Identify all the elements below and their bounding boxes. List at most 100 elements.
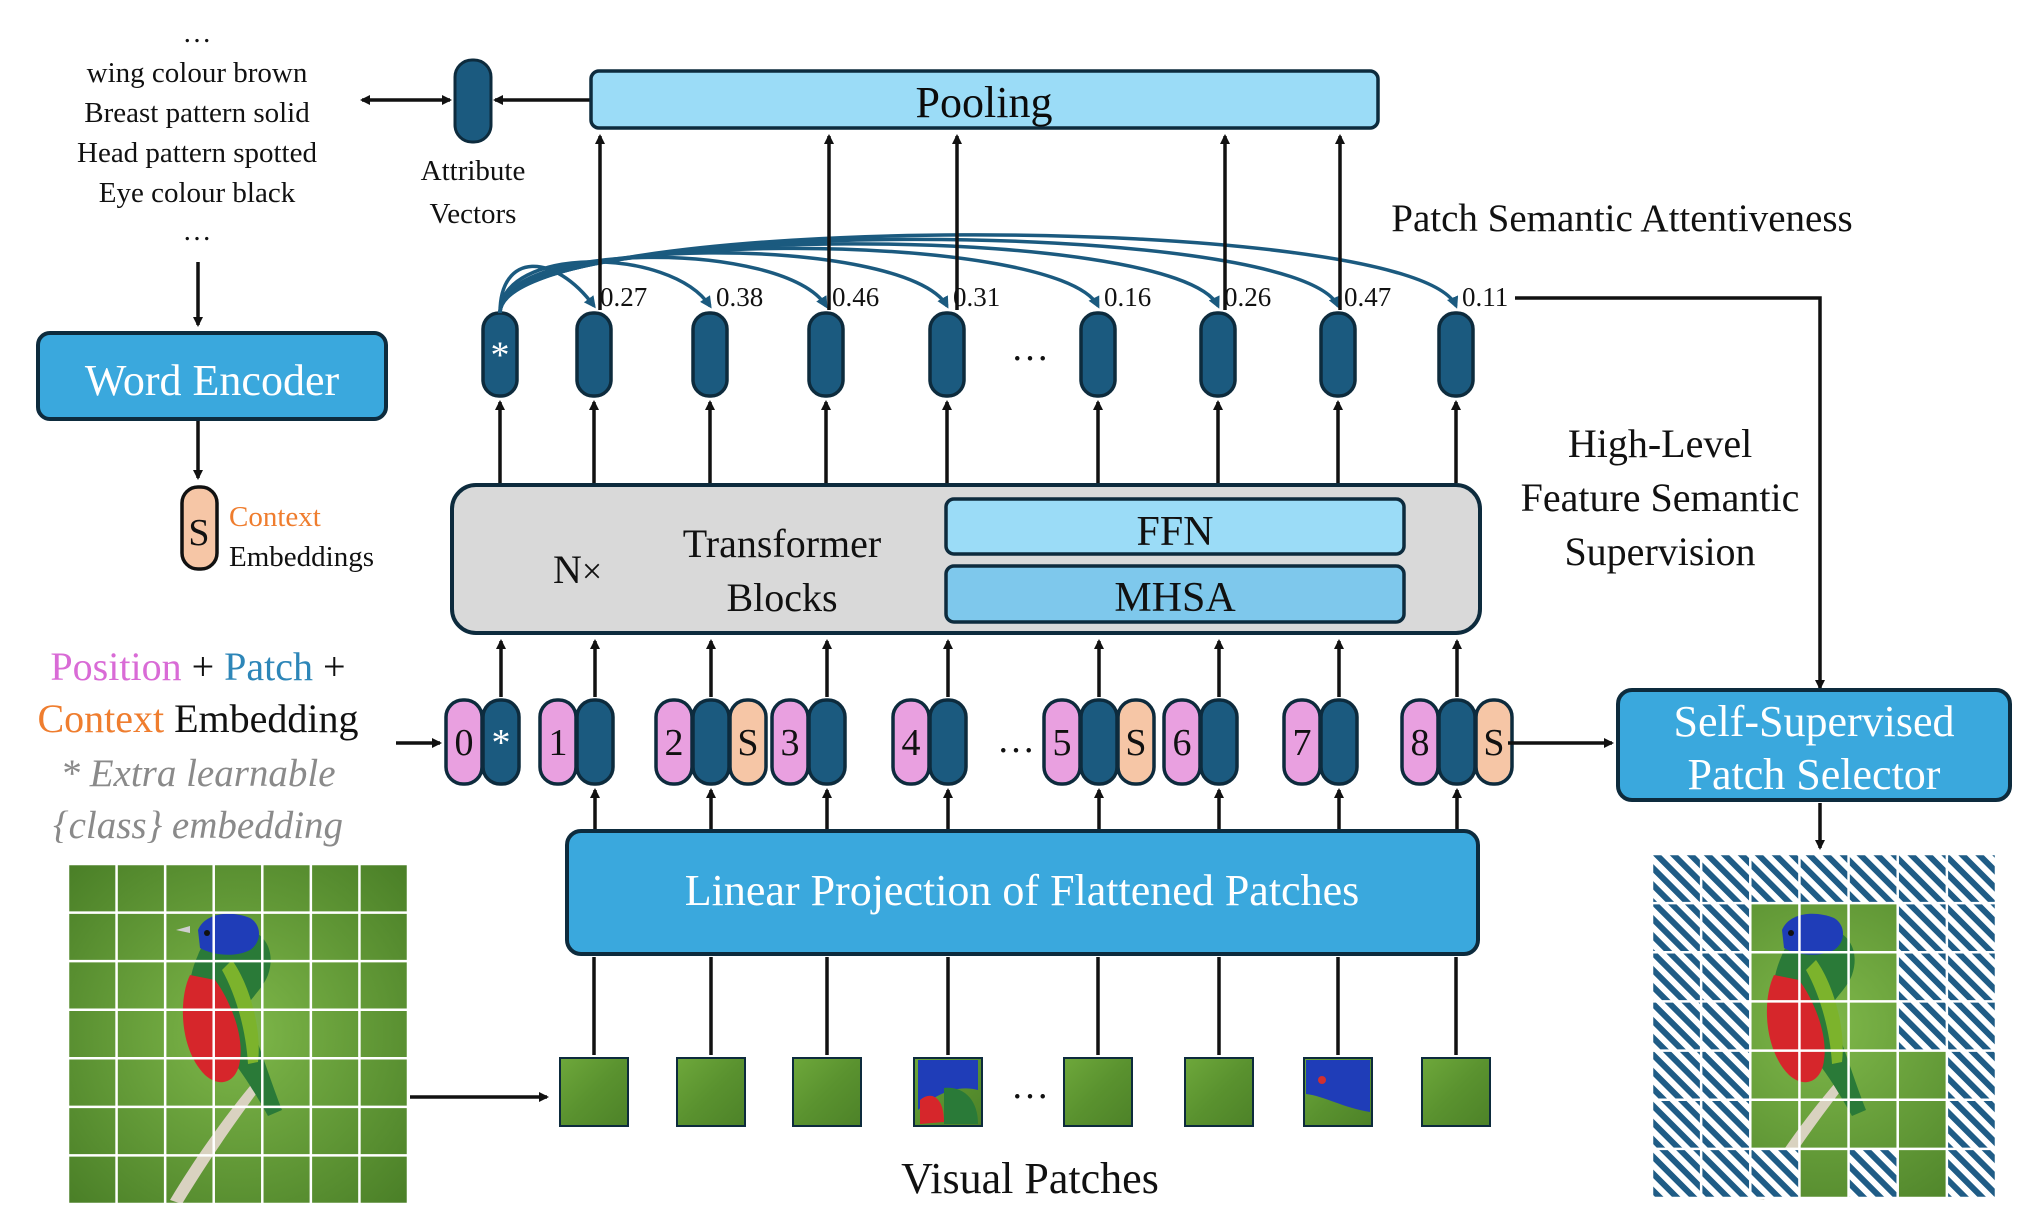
masked-patch [1701, 854, 1751, 904]
masked-patch [1897, 854, 1947, 904]
masked-patch [1701, 1050, 1751, 1100]
word-encoder-label: Word Encoder [85, 356, 340, 405]
patch-embedding-token [1319, 698, 1359, 786]
masked-patch [1946, 952, 1996, 1002]
masked-patch [1750, 854, 1800, 904]
masked-patch [1897, 903, 1947, 953]
mhsa-label: MHSA [1114, 575, 1236, 621]
visual-patch [1063, 1057, 1133, 1127]
transformer-repeat: N× [553, 547, 602, 592]
patch-output-token [575, 311, 613, 398]
class-embedding-note: {class} embedding [53, 804, 343, 847]
attention-score: 0.38 [716, 282, 763, 312]
attribute-line: … [183, 215, 212, 247]
masked-patch [1701, 952, 1751, 1002]
patch-output-token [1319, 311, 1357, 398]
class-embedding-token-label: * [492, 722, 511, 764]
context-token [728, 698, 768, 786]
patch-embedding-token [928, 698, 968, 786]
patch-embedding-token [1437, 698, 1477, 786]
patch-green-fragment [944, 1087, 978, 1124]
selected-patch-grid [1650, 852, 1998, 1200]
masked-patch [1946, 1001, 1996, 1051]
position-embedding-token-label: 1 [549, 722, 568, 764]
patch-red-fragment [920, 1095, 944, 1124]
embedding-legend-line2: Context Embedding [37, 696, 358, 741]
attention-arc [498, 264, 596, 314]
output-ellipsis: … [1011, 327, 1049, 369]
attention-score: 0.27 [600, 282, 647, 312]
masked-patch [1652, 903, 1702, 953]
position-embedding-token-label: 5 [1053, 722, 1072, 764]
masked-patch [1750, 1148, 1800, 1198]
attention-score: 0.11 [1462, 282, 1508, 312]
patch-output-token [928, 311, 966, 398]
visual-patch [792, 1057, 862, 1127]
masked-patch [1799, 854, 1849, 904]
visual-patch [1184, 1057, 1254, 1127]
class-embedding-token [481, 698, 521, 786]
visual-patch [676, 1057, 746, 1127]
projection-to-token-arrows [590, 788, 1462, 829]
embeddings-label: Embeddings [229, 541, 374, 573]
attribute-line: Eye colour black [99, 177, 296, 209]
linear-projection-label: Linear Projection of Flattened Patches [685, 866, 1359, 915]
word-encoder-box [36, 331, 388, 421]
masked-patch [1946, 1099, 1996, 1149]
masked-patch [1946, 854, 1996, 904]
position-embedding-token-label: 4 [902, 722, 921, 764]
patch-embedding-token [575, 698, 615, 786]
context-embedding-token [180, 485, 219, 571]
attribute-line: Head pattern spotted [77, 137, 317, 169]
masked-patch [1701, 1099, 1751, 1149]
masked-patch [1652, 1001, 1702, 1051]
linear-projection-box [565, 829, 1480, 956]
transformer-label: Blocks [726, 575, 837, 620]
transformer-output-arrows [495, 400, 1461, 483]
attribute-list: … wing colour brown Breast pattern solid… [77, 17, 317, 247]
masked-patch [1701, 1148, 1751, 1198]
pooling-label: Pooling [916, 78, 1053, 127]
supervision-line: High-Level [1568, 421, 1752, 466]
patch-output-token [1437, 311, 1475, 398]
class-output-token-label: * [491, 335, 510, 377]
mhsa-box [944, 564, 1406, 624]
visual-patch-row [559, 1057, 1491, 1127]
supervision-line: Feature Semantic [1521, 475, 1800, 520]
supervision-path [1515, 296, 1825, 690]
masked-patch [1701, 1001, 1751, 1051]
masked-patch [1652, 952, 1702, 1002]
attention-score: 0.16 [1104, 282, 1151, 312]
masked-patch [1946, 1148, 1996, 1198]
context-token-label: S [1483, 722, 1504, 764]
ffn-box [944, 497, 1406, 556]
token-to-transformer-arrows [496, 639, 1462, 697]
position-embedding-token-label: 6 [1173, 722, 1192, 764]
masked-patch [1946, 903, 1996, 953]
position-embedding-token-label: 8 [1411, 722, 1430, 764]
attention-score: 0.26 [1224, 282, 1271, 312]
attribute-line: wing colour brown [87, 57, 308, 89]
ffn-label: FFN [1136, 509, 1213, 555]
context-token-label: S [737, 722, 758, 764]
visual-patches-ellipsis: … [1011, 1065, 1049, 1107]
patch-embedding-token [1199, 698, 1239, 786]
patch-embedding-token [691, 698, 731, 786]
context-token-label: S [1125, 722, 1146, 764]
context-embedding-token-label: S [188, 512, 209, 554]
attention-score: 0.46 [832, 282, 879, 312]
psa-label: Patch Semantic Attentiveness [1391, 197, 1852, 240]
masked-patch [1701, 903, 1751, 953]
output-token-row: * [481, 311, 1475, 398]
attention-arc [498, 233, 1458, 314]
selector-box [1616, 688, 2012, 802]
masked-patch [1848, 854, 1898, 904]
embedding-legend-line1: Position + Patch + [50, 644, 345, 689]
pooling-box [589, 69, 1380, 130]
attention-arcs [498, 233, 1458, 314]
pooling-arrows [595, 134, 1345, 310]
patch-blue-fragment [1306, 1060, 1370, 1112]
